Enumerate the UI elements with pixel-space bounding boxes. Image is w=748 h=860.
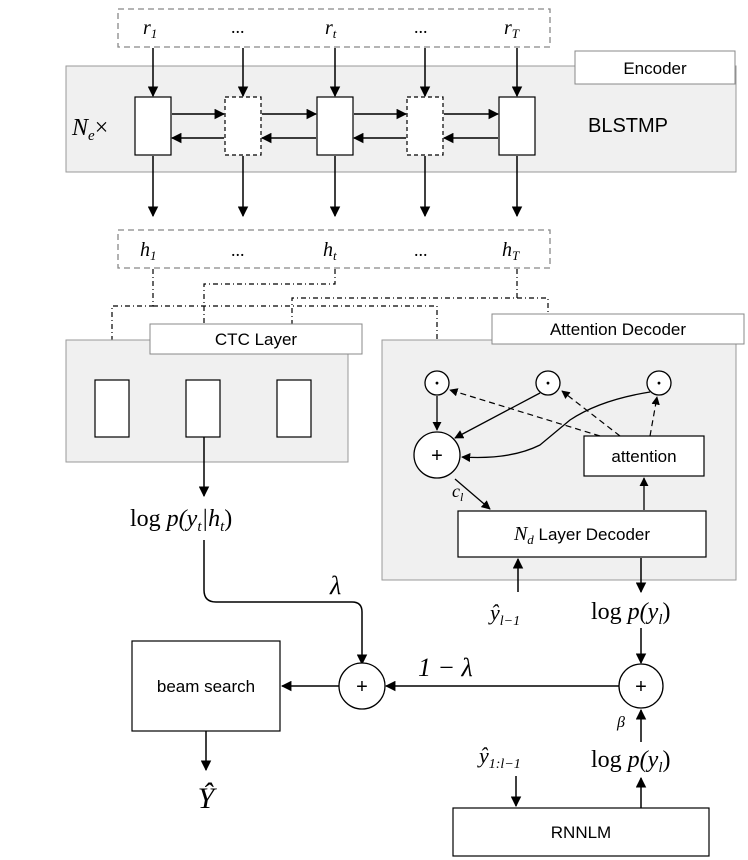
rnnlm-label: RNNLM: [551, 823, 611, 842]
input-rT: rT: [504, 17, 520, 41]
input-rt: rt: [325, 17, 337, 41]
svg-text:+: +: [431, 445, 443, 467]
beta-label: β: [616, 714, 625, 731]
svg-text:+: +: [635, 676, 647, 698]
blstmp-label: BLSTMP: [588, 115, 668, 137]
input-sequence-box: [117, 8, 551, 48]
attention-decoder-label-box: [491, 313, 745, 345]
decoder-output-label: log p(yl): [591, 599, 671, 628]
beam-search-box: [131, 640, 281, 732]
attention-label: attention: [611, 447, 676, 466]
svg-text:+: +: [356, 676, 368, 698]
ctc-cell-2: [185, 379, 221, 438]
input-dots-2: ...: [414, 17, 428, 37]
ctc-cell-1: [94, 379, 130, 438]
encoder-label-box: [574, 50, 736, 85]
encoder-cell-1: [134, 96, 172, 156]
context-sum: +: [413, 431, 461, 479]
ctc-label: CTC Layer: [215, 330, 298, 349]
ctc-label-box: [149, 323, 363, 355]
beam-search-label: beam search: [157, 677, 255, 696]
svg-text:·: ·: [434, 373, 440, 393]
encoder-label: Encoder: [623, 59, 687, 78]
hidden-h1: h1: [140, 239, 157, 263]
rnnlm-box: [452, 807, 710, 857]
encoder-repeat-label: Ne×: [71, 115, 108, 144]
ctc-to-sum-path: [203, 540, 368, 666]
hidden-ht: ht: [323, 239, 337, 263]
lm-output-label: log p(yl): [591, 747, 671, 776]
attention-decoder-label: Attention Decoder: [550, 320, 686, 339]
one-minus-lambda-label: 1 − λ: [418, 653, 473, 682]
input-r1: r1: [143, 17, 157, 41]
lambda-label: λ: [329, 571, 341, 600]
attention-box: [583, 435, 705, 477]
ctc-output-label: log p(yt|ht): [130, 506, 232, 535]
ctc-cell-3: [276, 379, 312, 438]
hidden-sequence-box: [117, 229, 551, 269]
encoder-cell-3: [316, 96, 354, 156]
history-label: ŷ1:l−1: [477, 743, 521, 772]
lm-sum: +: [618, 663, 664, 709]
dot-product-1: ·: [424, 370, 450, 396]
encoder-cell-2: [224, 96, 262, 156]
prev-token-label: ŷl−1: [488, 600, 520, 629]
decoder-box: [457, 510, 707, 558]
input-dots-1: ...: [231, 17, 245, 37]
joint-sum: +: [338, 662, 386, 710]
decoder-label: Nd Layer Decoder: [513, 523, 650, 547]
context-label: cl: [452, 481, 464, 504]
hidden-dots-2: ...: [414, 240, 428, 260]
encoder-cell-5: [498, 96, 536, 156]
dot-product-3: ·: [646, 370, 672, 396]
dot-product-2: ·: [535, 370, 561, 396]
svg-text:·: ·: [656, 373, 662, 393]
encoder-cell-4: [406, 96, 444, 156]
connector-hT-ctc: [287, 269, 518, 379]
result-label: Ŷ: [198, 782, 218, 815]
hidden-hT: hT: [502, 239, 520, 263]
hidden-dots-1: ...: [231, 240, 245, 260]
svg-text:·: ·: [545, 373, 551, 393]
